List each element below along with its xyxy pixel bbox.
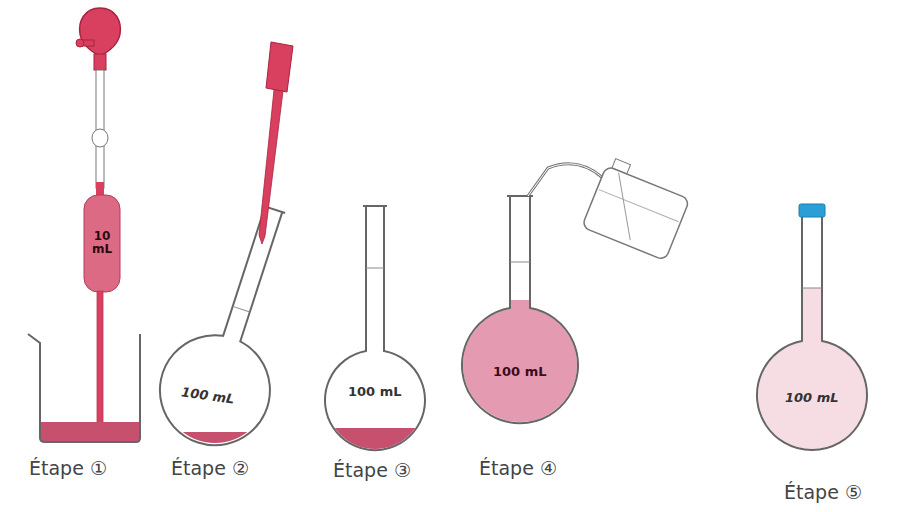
stoppered-flask: [757, 204, 867, 450]
flask-liquid: [463, 300, 577, 422]
volume-label: 100 mL: [785, 391, 839, 405]
volume-label: 100 mL: [348, 385, 402, 399]
volume-label: 100 mL: [180, 385, 235, 407]
tilted-pipette: [259, 42, 293, 244]
volumetric-flask: [462, 196, 578, 423]
wash-bottle: [528, 156, 694, 260]
step-label: Étape ①: [29, 458, 107, 479]
volume-label: 10 mL: [88, 230, 116, 256]
flask-liquid: [150, 432, 290, 452]
step-label: Étape ⑤: [784, 482, 862, 503]
beaker: [28, 334, 140, 442]
volumetric-flask: [325, 206, 425, 450]
volume-label: 100 mL: [493, 365, 547, 379]
pipette-filler: [76, 8, 120, 70]
step-label: Étape ③: [333, 460, 411, 481]
flask-liquid: [758, 288, 866, 449]
step-label: Étape ④: [479, 458, 557, 479]
tilted-flask: [146, 192, 326, 459]
step-label: Étape ②: [171, 458, 249, 479]
volumetric-pipette: [84, 70, 120, 440]
